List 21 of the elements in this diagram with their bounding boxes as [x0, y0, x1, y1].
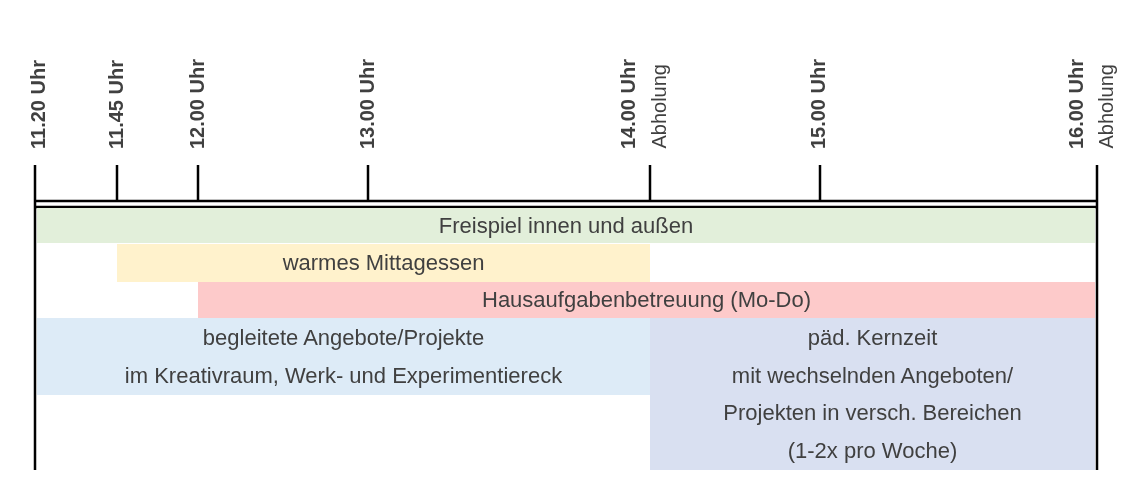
time-label: 11.45 Uhr	[104, 60, 128, 149]
activity-bar	[198, 282, 1095, 318]
activity-bar	[37, 208, 1095, 243]
activity-label: begleitete Angebote/Projekte	[202, 324, 485, 352]
activity-label: im Kreativraum, Werk- und Experimentiereck	[124, 362, 563, 390]
activity-label: päd. Kernzeit	[807, 324, 938, 352]
activity-label: warmes Mittagessen	[282, 249, 485, 277]
activity-bar	[37, 318, 650, 395]
activity-label: Freispiel innen und außen	[438, 212, 694, 240]
time-label: 11.20 Uhr	[26, 60, 50, 149]
time-label: Abholung	[1094, 64, 1118, 149]
time-label: 13.00 Uhr	[355, 58, 379, 149]
time-label: 16.00 Uhr	[1064, 58, 1088, 149]
time-label: Abholung	[647, 64, 671, 149]
activity-label: mit wechselnden Angeboten/ Projekten in versch. Bereichen (1-2x pro Woche)	[722, 361, 1023, 465]
time-label: 12.00 Uhr	[185, 58, 209, 149]
activity-bar	[650, 318, 1095, 470]
time-label: 15.00 Uhr	[806, 58, 830, 149]
activity-bar	[117, 244, 650, 282]
activity-label: Hausaufgabenbetreuung (Mo-Do)	[482, 286, 811, 314]
time-label: 14.00 Uhr	[616, 58, 640, 149]
